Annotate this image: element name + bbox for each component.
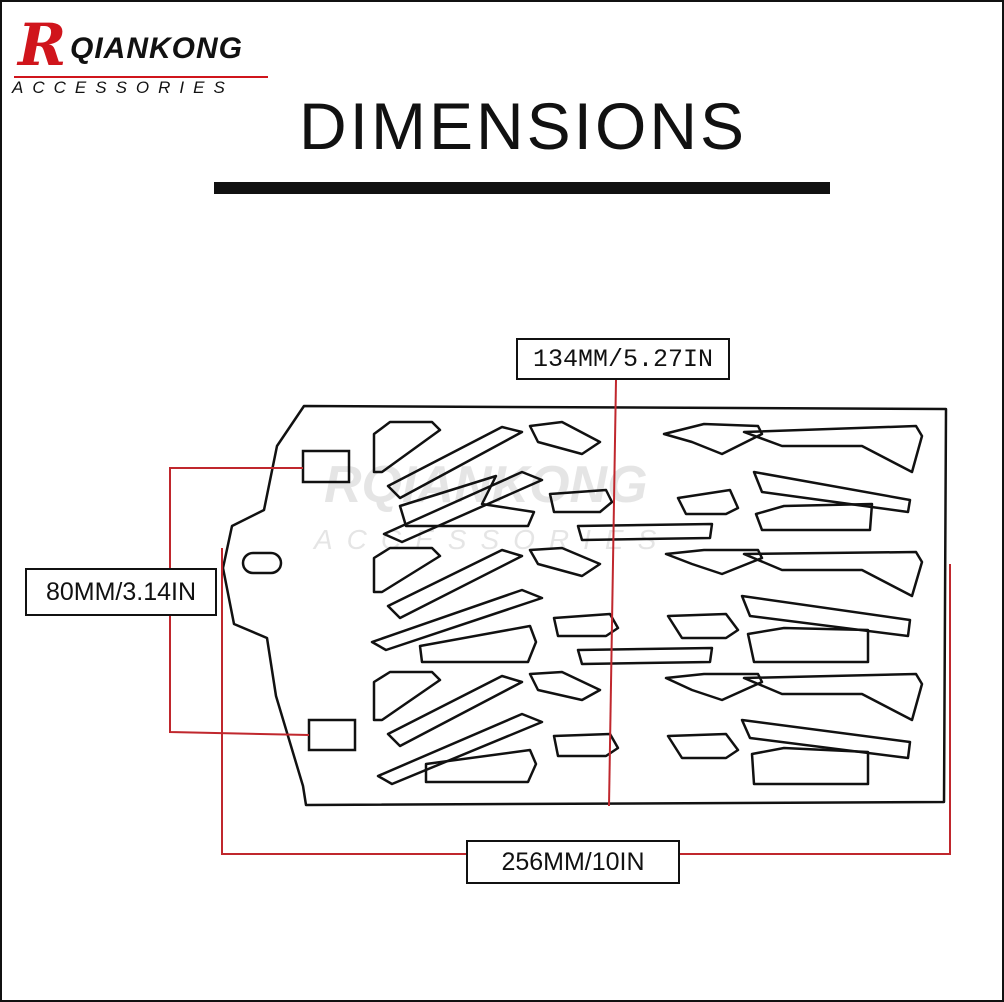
plate-outline xyxy=(221,404,948,807)
width-dimension-left xyxy=(221,548,466,855)
mounting-slot xyxy=(241,551,283,575)
title-underline xyxy=(214,182,830,194)
lower-mounting-tab xyxy=(307,718,357,752)
height-dimension-label: 134MM/5.27IN xyxy=(516,338,730,380)
grille-band-1 xyxy=(372,420,924,544)
page-title: DIMENSIONS xyxy=(298,89,748,163)
grille-band-3 xyxy=(372,670,924,786)
logo-letter: R xyxy=(18,11,67,79)
brand-logo: R QIANKONG ACCESSORIES xyxy=(10,12,280,102)
grille-band-2 xyxy=(370,546,924,666)
logo-rule xyxy=(14,76,268,78)
grille-pattern xyxy=(370,420,924,786)
logo-word: QIANKONG xyxy=(70,32,243,65)
side-dimension-label: 80MM/3.14IN xyxy=(25,568,217,616)
width-dimension-label: 256MM/10IN xyxy=(466,840,680,884)
logo-tagline: ACCESSORIES xyxy=(12,78,234,97)
height-dimension-line xyxy=(608,379,617,807)
upper-mounting-tab xyxy=(301,449,351,484)
width-dimension-right xyxy=(680,564,951,855)
